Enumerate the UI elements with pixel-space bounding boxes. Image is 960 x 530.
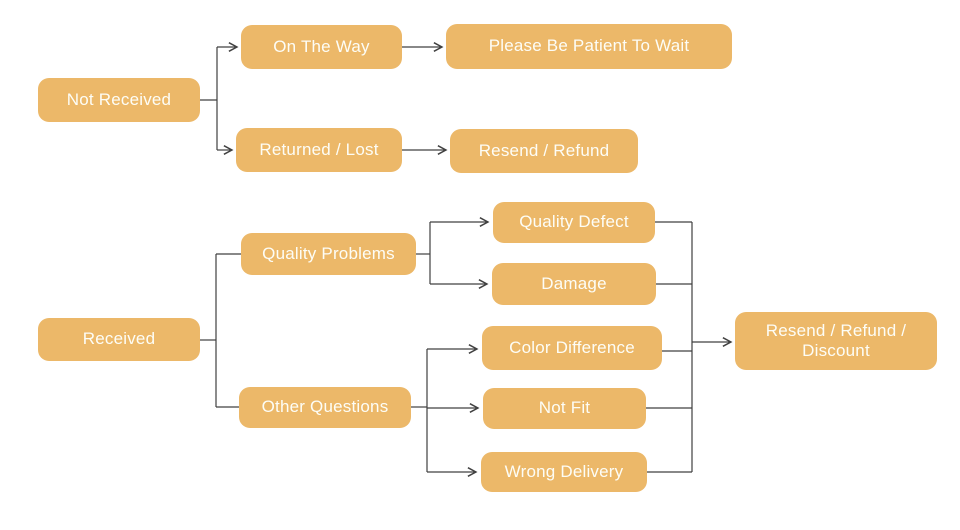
node-quality-problems: Quality Problems	[241, 233, 416, 275]
node-resend-refund-discount: Resend / Refund / Discount	[735, 312, 937, 370]
node-damage: Damage	[492, 263, 656, 305]
node-not-fit: Not Fit	[483, 388, 646, 429]
node-quality-defect: Quality Defect	[493, 202, 655, 243]
node-please-be-patient-to-wait: Please Be Patient To Wait	[446, 24, 732, 69]
node-wrong-delivery: Wrong Delivery	[481, 452, 647, 492]
node-resend-refund: Resend / Refund	[450, 129, 638, 173]
node-returned-lost: Returned / Lost	[236, 128, 402, 172]
node-other-questions: Other Questions	[239, 387, 411, 428]
node-not-received: Not Received	[38, 78, 200, 122]
node-on-the-way: On The Way	[241, 25, 402, 69]
node-received: Received	[38, 318, 200, 361]
node-color-difference: Color Difference	[482, 326, 662, 370]
